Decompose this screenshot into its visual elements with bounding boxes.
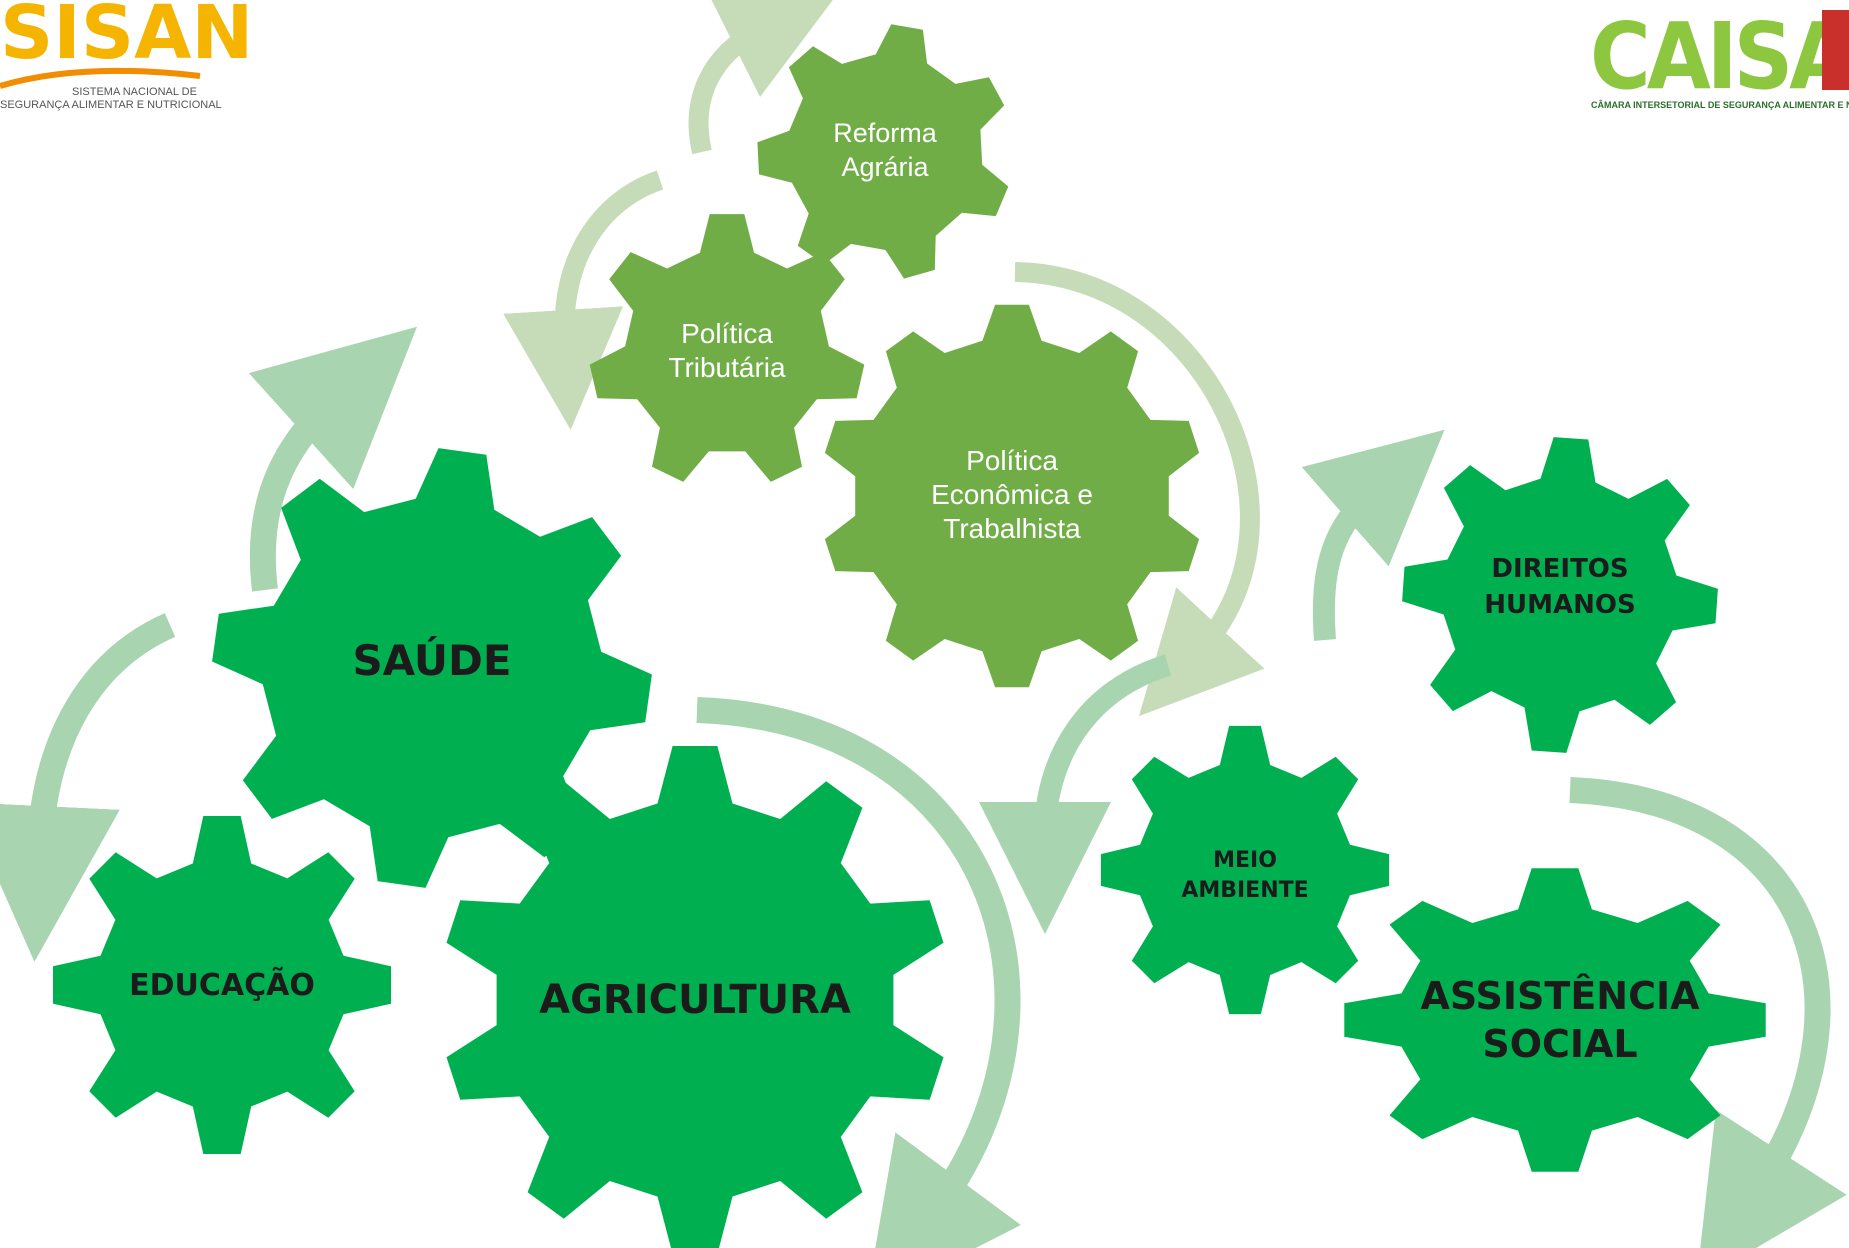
gear-label-line: AMBIENTE	[1181, 878, 1308, 903]
gear-label-line: DIREITOS	[1491, 554, 1628, 584]
caisan-logo: CAISAN CÂMARA INTERSETORIAL DE SEGURANÇA…	[1590, 3, 1849, 110]
gear-label-line: Agrária	[841, 152, 929, 182]
gear-shape	[446, 746, 944, 1248]
gear-meio-ambiente: MEIO AMBIENTE	[1100, 725, 1390, 1015]
gear-label-line: SAÚDE	[352, 635, 511, 685]
sisan-swoosh	[0, 67, 201, 89]
arrow-assistencia	[1569, 777, 1847, 1248]
caisan-subtitle: CÂMARA INTERSETORIAL DE SEGURANÇA ALIMEN…	[1591, 99, 1849, 110]
gear-label-line: Reforma	[833, 118, 938, 148]
gear-reforma-agraria: Reforma Agrária	[757, 24, 1009, 279]
arrow-reforma	[688, 0, 841, 155]
gear-educacao: EDUCAÇÃO	[53, 816, 391, 1154]
gear-shape	[589, 214, 865, 482]
gear-label-line: HUMANOS	[1484, 590, 1635, 620]
gear-label-line: AGRICULTURA	[539, 977, 851, 1023]
arrow-saude	[248, 326, 417, 592]
gear-label-line: SOCIAL	[1482, 1022, 1637, 1066]
arrow-meio-ambiente	[979, 654, 1172, 934]
caisan-wordmark: CAISAN	[1590, 3, 1849, 110]
gear-shape	[1344, 868, 1766, 1172]
gear-shape	[212, 448, 652, 888]
arrow-tributaria	[503, 170, 664, 430]
gear-label-line: MEIO	[1213, 848, 1277, 873]
gear-label-line: Política	[681, 318, 773, 349]
gear-label-line: Política	[966, 445, 1058, 476]
arrow-economica	[1014, 262, 1265, 717]
gear-politica-tributaria: Política Tributária	[589, 214, 865, 482]
sisan-subtitle-line2: SEGURANÇA ALIMENTAR E NUTRICIONAL	[0, 99, 222, 111]
gear-direitos-humanos: DIREITOS HUMANOS	[1402, 437, 1718, 753]
gear-label-line: Tributária	[668, 352, 786, 383]
gear-assistencia-social: ASSISTÊNCIA SOCIAL	[1344, 868, 1766, 1172]
sisan-logo: SISAN SISTEMA NACIONAL DE SEGURANÇA ALIM…	[0, 0, 253, 111]
caisan-red-block	[1822, 10, 1849, 90]
sisan-wordmark: SISAN	[0, 0, 253, 76]
gear-shape	[757, 24, 1009, 279]
gear-shape	[1402, 437, 1718, 753]
gear-politica-economica: Política Econômica e Trabalhista	[824, 304, 1200, 688]
gear-shape	[53, 816, 391, 1154]
gear-saude: SAÚDE	[212, 448, 652, 888]
gear-label-line: ASSISTÊNCIA	[1420, 974, 1700, 1018]
gear-agricultura: AGRICULTURA	[446, 746, 944, 1248]
gears: Reforma Agrária Política Tributária Polí…	[53, 24, 1766, 1248]
gear-shape	[824, 304, 1200, 688]
gear-label-line: Econômica e	[931, 479, 1093, 510]
arrow-educacao	[0, 613, 176, 962]
gear-label-line: Trabalhista	[943, 513, 1081, 544]
gear-shape	[1100, 725, 1390, 1015]
gear-label-line: EDUCAÇÃO	[129, 966, 315, 1003]
sisan-subtitle-line1: SISTEMA NACIONAL DE	[72, 86, 197, 98]
arrow-direitos	[1301, 429, 1445, 641]
